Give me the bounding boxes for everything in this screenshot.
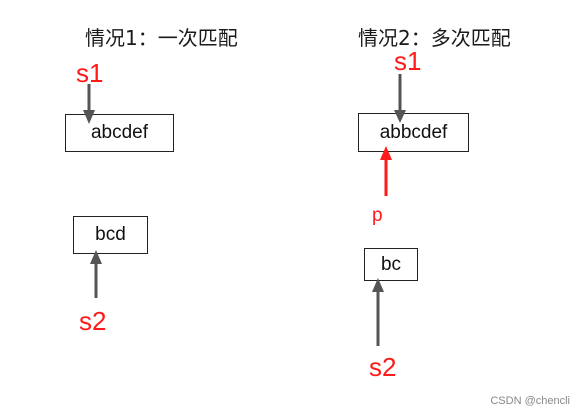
watermark: CSDN @chencli [490,395,570,407]
case2-pattern-box: bc [364,248,418,281]
case2-p-arrow [380,146,392,196]
case1-title: 情况1：一次匹配 [85,26,238,50]
case1-string-box: abcdef [65,114,174,152]
case1-s1-arrow [83,84,95,124]
case2-s1-label: s1 [394,46,422,76]
case2-s1-arrow [394,74,406,123]
case2-title: 情况2：多次匹配 [358,26,511,50]
case2-string-box: abbcdef [358,113,469,152]
case1-s1-label: s1 [76,58,104,88]
case2-s2-arrow [372,278,384,346]
case1-s2-label: s2 [79,306,107,336]
case1-pattern-box: bcd [73,216,148,254]
case2-p-label: p [372,205,383,226]
case1-s2-arrow [90,250,102,298]
case2-s2-label: s2 [369,352,397,382]
